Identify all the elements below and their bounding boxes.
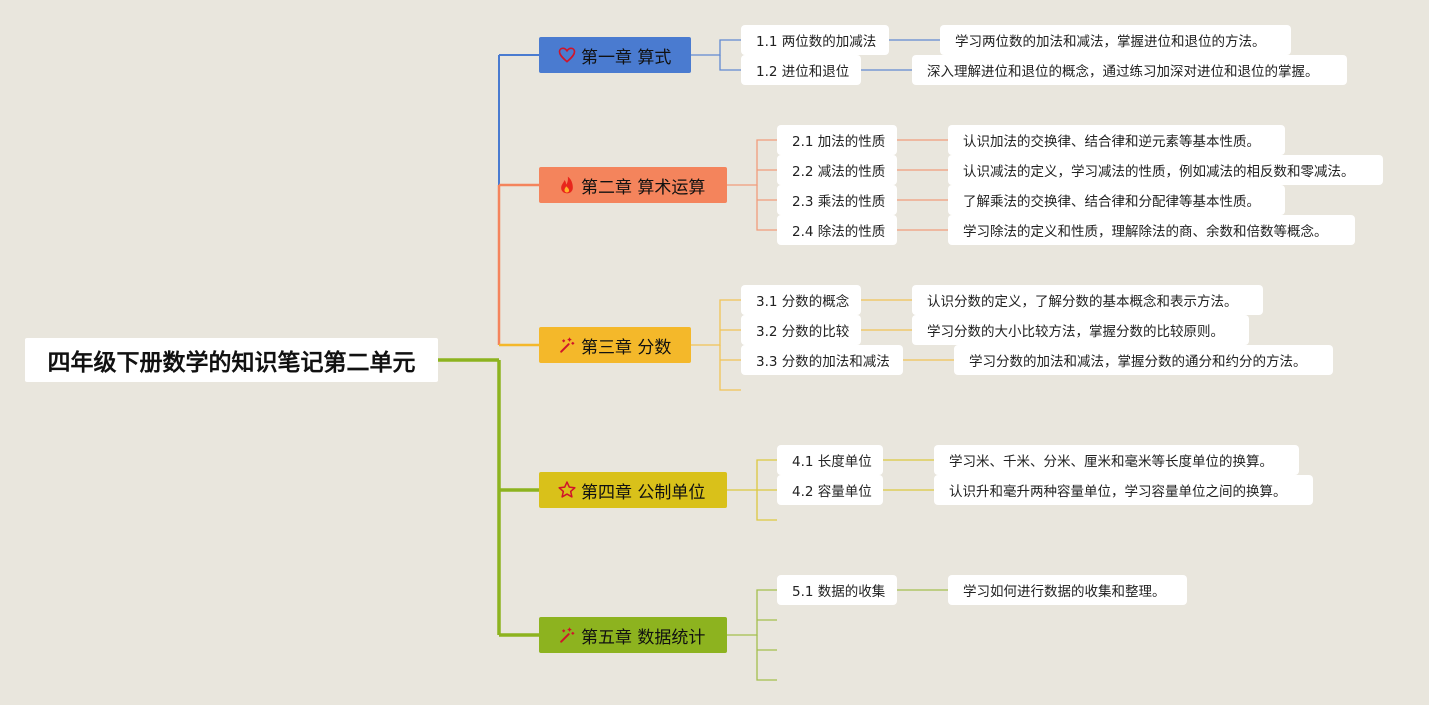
desc-2-1[interactable]: 认识加法的交换律、结合律和逆元素等基本性质。 <box>948 125 1285 155</box>
chapter-4[interactable]: 第四章 公制单位 <box>539 472 727 508</box>
desc-3-2[interactable]: 学习分数的大小比较方法，掌握分数的比较原则。 <box>912 315 1249 345</box>
chapter-3-title: 第三章 分数 <box>581 337 672 358</box>
topic-2-2[interactable]: 2.2 减法的性质 <box>777 155 897 185</box>
topic-4-1[interactable]: 4.1 长度单位 <box>777 445 883 475</box>
topic-2-4[interactable]: 2.4 除法的性质 <box>777 215 897 245</box>
magic-wand-icon <box>555 623 579 647</box>
desc-3-1[interactable]: 认识分数的定义，了解分数的基本概念和表示方法。 <box>912 285 1263 315</box>
desc-3-3[interactable]: 学习分数的加法和减法，掌握分数的通分和约分的方法。 <box>954 345 1333 375</box>
chapter-5-title: 第五章 数据统计 <box>581 627 706 648</box>
chapter-3[interactable]: 第三章 分数 <box>539 327 691 363</box>
fire-icon <box>555 173 579 197</box>
chapter-2[interactable]: 第二章 算术运算 <box>539 167 727 203</box>
root-topic[interactable]: 四年级下册数学的知识笔记第二单元 <box>25 338 438 382</box>
chapter-2-title: 第二章 算术运算 <box>581 177 706 198</box>
star-icon <box>555 478 579 502</box>
chapter-5[interactable]: 第五章 数据统计 <box>539 617 727 653</box>
desc-1-1[interactable]: 学习两位数的加法和减法，掌握进位和退位的方法。 <box>940 25 1291 55</box>
desc-5-1[interactable]: 学习如何进行数据的收集和整理。 <box>948 575 1187 605</box>
desc-2-3[interactable]: 了解乘法的交换律、结合律和分配律等基本性质。 <box>948 185 1285 215</box>
desc-4-1[interactable]: 学习米、千米、分米、厘米和毫米等长度单位的换算。 <box>934 445 1299 475</box>
desc-2-2[interactable]: 认识减法的定义，学习减法的性质，例如减法的相反数和零减法。 <box>948 155 1383 185</box>
topic-1-2[interactable]: 1.2 进位和退位 <box>741 55 861 85</box>
topic-4-2[interactable]: 4.2 容量单位 <box>777 475 883 505</box>
desc-1-2[interactable]: 深入理解进位和退位的概念，通过练习加深对进位和退位的掌握。 <box>912 55 1347 85</box>
chapter-1[interactable]: 第一章 算式 <box>539 37 691 73</box>
chapter-4-title: 第四章 公制单位 <box>581 482 706 503</box>
topic-5-1[interactable]: 5.1 数据的收集 <box>777 575 897 605</box>
topic-1-1[interactable]: 1.1 两位数的加减法 <box>741 25 889 55</box>
desc-4-2[interactable]: 认识升和毫升两种容量单位，学习容量单位之间的换算。 <box>934 475 1313 505</box>
magic-wand-icon <box>555 333 579 357</box>
desc-2-4[interactable]: 学习除法的定义和性质，理解除法的商、余数和倍数等概念。 <box>948 215 1355 245</box>
topic-3-1[interactable]: 3.1 分数的概念 <box>741 285 861 315</box>
topic-3-3[interactable]: 3.3 分数的加法和减法 <box>741 345 903 375</box>
chapter-1-title: 第一章 算式 <box>581 47 672 68</box>
topic-3-2[interactable]: 3.2 分数的比较 <box>741 315 861 345</box>
heart-icon <box>555 43 579 67</box>
topic-2-1[interactable]: 2.1 加法的性质 <box>777 125 897 155</box>
topic-2-3[interactable]: 2.3 乘法的性质 <box>777 185 897 215</box>
